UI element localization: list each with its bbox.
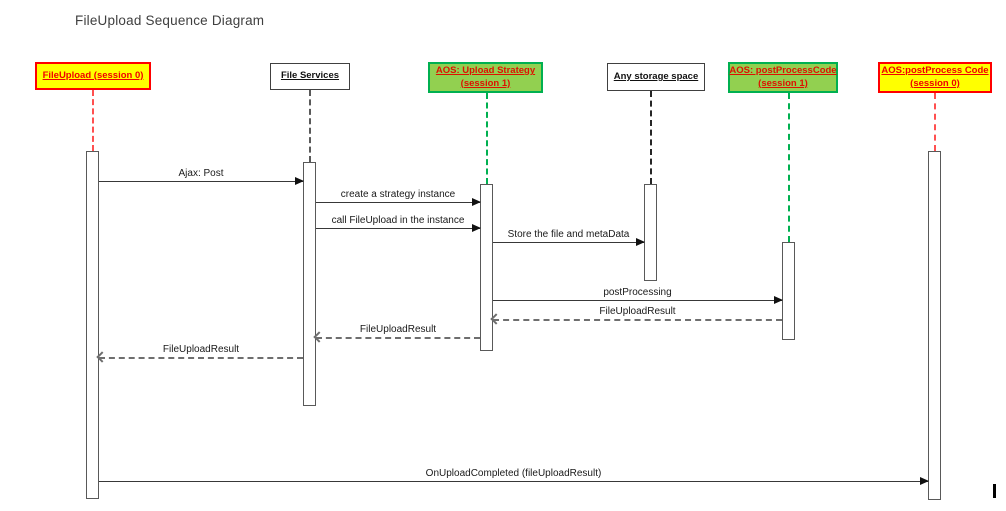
lifeline-file-services — [309, 90, 311, 162]
message-label: Ajax: Post — [178, 168, 224, 179]
message-store-file-metadata: Store the file and metaData — [493, 229, 645, 246]
message-call-fileupload-instance: call FileUpload in the instance — [316, 215, 481, 232]
actor-label: FileUpload (session 0) — [42, 69, 144, 81]
message-label: create a strategy instance — [340, 189, 456, 200]
message-postprocessing: postProcessing — [493, 287, 783, 304]
actor-label-line2: (session 1) — [460, 77, 511, 89]
activation-upload-strategy — [480, 184, 493, 351]
diagram-title: FileUpload Sequence Diagram — [75, 13, 265, 28]
activation-storage-space — [644, 184, 657, 281]
message-label: postProcessing — [603, 287, 672, 298]
actor-label: AOS:postProcess Code — [881, 65, 989, 77]
message-line — [316, 197, 481, 206]
actor-postprocess-code-session0: AOS:postProcess Code (session 0) — [878, 62, 992, 93]
message-line — [313, 331, 480, 343]
message-fileuploadresult-to-strategy: FileUploadResult — [490, 306, 782, 325]
lifeline-storage-space — [650, 91, 652, 184]
message-label: FileUploadResult — [359, 324, 437, 335]
actor-postprocesscode-session1: AOS: postProcessCode (session 1) — [728, 62, 838, 93]
message-label: FileUploadResult — [162, 344, 240, 355]
lifeline-upload-strategy — [486, 93, 488, 184]
message-line — [493, 295, 783, 304]
actor-any-storage-space: Any storage space — [607, 63, 705, 91]
activation-postprocess-session0 — [928, 151, 941, 500]
message-line — [493, 237, 645, 246]
message-ajax-post: Ajax: Post — [99, 168, 304, 185]
lifeline-fileupload — [92, 90, 94, 151]
actor-label-line2: (session 1) — [758, 77, 808, 89]
actor-label: AOS: postProcessCode — [729, 65, 837, 77]
actor-upload-strategy-session1: AOS: Upload Strategy (session 1) — [428, 62, 543, 93]
message-label: FileUploadResult — [599, 306, 676, 317]
message-line — [99, 476, 929, 485]
message-line — [96, 351, 303, 363]
filled-arrowhead-icon — [295, 176, 304, 185]
message-line — [99, 176, 304, 185]
message-line — [316, 223, 481, 232]
filled-arrowhead-icon — [920, 476, 929, 485]
actor-fileupload-session0: FileUpload (session 0) — [35, 62, 151, 90]
filled-arrowhead-icon — [472, 197, 481, 206]
actor-file-services: File Services — [270, 63, 350, 90]
actor-label: AOS: Upload Strategy — [435, 65, 536, 77]
message-label: call FileUpload in the instance — [331, 215, 465, 226]
actor-label: Any storage space — [613, 70, 699, 82]
activation-file-services — [303, 162, 316, 406]
lifeline-postprocess-session0 — [934, 93, 936, 151]
activation-fileupload — [86, 151, 99, 499]
filled-arrowhead-icon — [636, 237, 645, 246]
message-fileuploadresult-to-fileupload: FileUploadResult — [96, 344, 303, 363]
message-label: OnUploadCompleted (fileUploadResult) — [425, 468, 602, 479]
message-fileuploadresult-to-services: FileUploadResult — [313, 324, 480, 343]
lifeline-postprocesscode — [788, 93, 790, 242]
message-line — [490, 313, 782, 325]
actor-label-line2: (session 0) — [910, 77, 960, 89]
actor-label: File Services — [280, 70, 340, 82]
filled-arrowhead-icon — [774, 295, 783, 304]
message-label: Store the file and metaData — [507, 229, 630, 240]
filled-arrowhead-icon — [472, 223, 481, 232]
message-onuploadcompleted: OnUploadCompleted (fileUploadResult) — [99, 468, 929, 485]
activation-postprocesscode — [782, 242, 795, 340]
text-cursor — [993, 484, 996, 498]
message-create-strategy-instance: create a strategy instance — [316, 189, 481, 206]
